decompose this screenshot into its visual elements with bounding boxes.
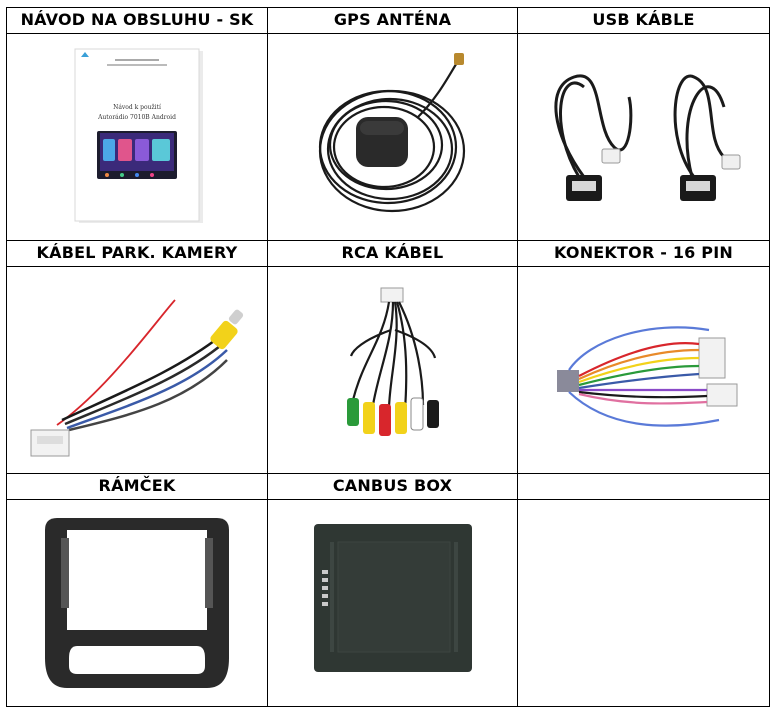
canbus-box-image — [267, 498, 518, 708]
manual-image: Návod k použití Autorádio 7010B Android — [6, 32, 268, 241]
header-empty — [517, 472, 770, 500]
image-row-3 — [6, 498, 770, 708]
header-frame: RÁMČEK — [6, 472, 268, 500]
header-manual: NÁVOD NA OBSLUHU - SK — [6, 7, 268, 34]
empty-cell — [517, 498, 770, 708]
parking-camera-cable-icon — [30, 299, 244, 457]
gps-antenna-image — [267, 32, 518, 241]
accessories-table: NÁVOD NA OBSLUHU - SK GPS ANTÉNA USB KÁB… — [6, 7, 770, 708]
header-connector-16pin: KONEKTOR - 16 PIN — [517, 239, 770, 267]
image-row-1: Návod k použití Autorádio 7010B Android — [6, 32, 770, 241]
header-row-1: NÁVOD NA OBSLUHU - SK GPS ANTÉNA USB KÁB… — [6, 7, 770, 34]
connector-16pin-image — [517, 265, 770, 474]
image-row-2 — [6, 265, 770, 474]
header-parking-camera-cable: KÁBEL PARK. KAMERY — [6, 239, 268, 267]
frame-image — [6, 498, 268, 708]
header-row-2: KÁBEL PARK. KAMERY RCA KÁBEL KONEKTOR - … — [6, 239, 770, 267]
header-canbus-box: CANBUS BOX — [267, 472, 518, 500]
header-usb-cables: USB KÁBLE — [517, 7, 770, 34]
gps-antenna-icon — [318, 52, 465, 212]
connector-16pin-icon — [556, 326, 737, 427]
header-gps-antenna: GPS ANTÉNA — [267, 7, 518, 34]
usb-cables-image — [517, 32, 770, 241]
dash-frame-icon — [45, 517, 229, 688]
manual-subtitle: Autorádio 7010B Android — [97, 114, 176, 121]
parking-camera-cable-image — [6, 265, 268, 474]
header-rca-cable: RCA KÁBEL — [267, 239, 518, 267]
manual-title: Návod k použití — [113, 104, 161, 111]
canbus-box-icon — [313, 523, 472, 672]
rca-cable-icon — [346, 287, 439, 436]
manual-document-icon: Návod k použití Autorádio 7010B Android — [74, 48, 203, 223]
usb-cables-icon — [553, 74, 740, 201]
header-row-3: RÁMČEK CANBUS BOX — [6, 472, 770, 500]
rca-cable-image — [267, 265, 518, 474]
